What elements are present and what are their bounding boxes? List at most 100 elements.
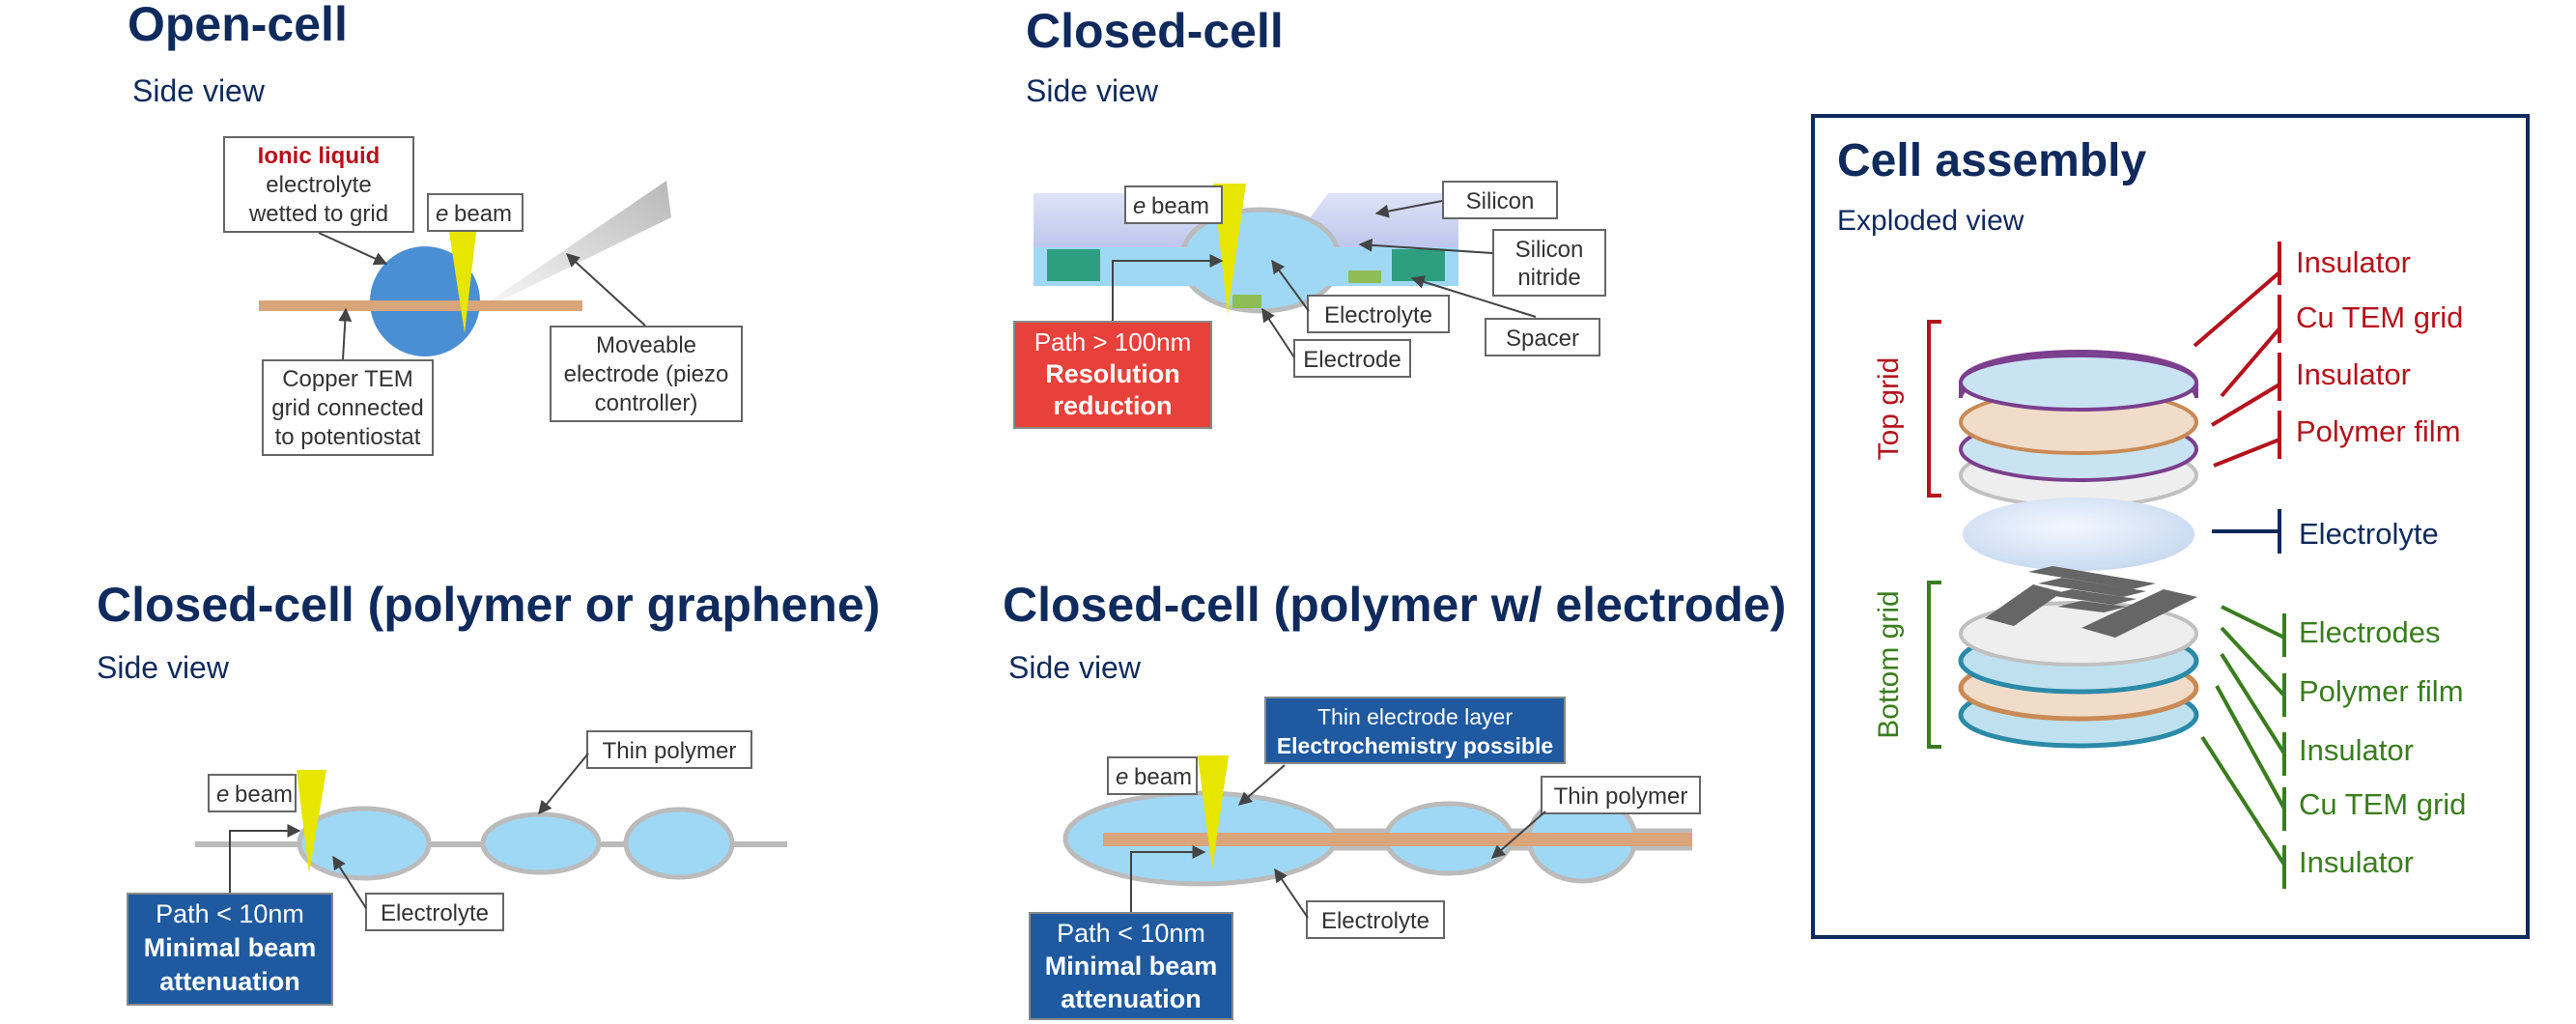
bottom-grid-label: Bottom grid [1873, 590, 1905, 738]
thin-electrode-label-1: Thin electrode layer [1317, 704, 1513, 729]
silicon-label-box [1442, 181, 1558, 219]
path-short-label-2: Minimal beam [1045, 952, 1218, 981]
moveable-label-3: controller) [595, 390, 698, 416]
electrolyte-label-box [1307, 295, 1450, 333]
arrow-path-long [1112, 254, 1224, 321]
top-layer-label-3: Insulator [2296, 357, 2411, 391]
moveable-electrode-cone [464, 181, 671, 319]
beam-label-box [1124, 185, 1223, 224]
arrow-copper [338, 307, 353, 360]
copper-label-box [262, 359, 434, 456]
electrolyte-label-box [365, 893, 504, 931]
thin-polymer-label: Thin polymer [1554, 783, 1688, 810]
bottom-layer-label-2: Polymer film [2299, 674, 2464, 708]
thin-electrode-layer [1103, 833, 1692, 846]
beam-label: beam [454, 201, 512, 227]
moveable-label-2: electrode (piezo [564, 361, 729, 387]
closed-cell-title: Closed-cell [1026, 4, 1284, 58]
path-short-label-3: attenuation [159, 967, 300, 996]
polymer-electrode-title: Closed-cell (polymer w/ electrode) [1003, 578, 1786, 632]
electrolyte-label-box [1306, 900, 1445, 939]
thin-polymer-label-box [1541, 776, 1701, 814]
path-long-label-3: reduction [1053, 391, 1172, 420]
electron-beam [449, 232, 476, 333]
panel-cell-assembly: Cell assembly Exploded view Top grid Bot… [1811, 114, 2530, 939]
bottom-layer-label-5: Insulator [2299, 845, 2414, 879]
electrolyte-label: Electrolyte [1321, 908, 1430, 934]
electrode-bottom [1232, 295, 1261, 308]
ionic-liquid-line3: wetted to grid [248, 201, 388, 227]
arrow-silicon [1374, 200, 1443, 218]
arrow-path-short [229, 824, 301, 893]
path-long-box [1013, 321, 1212, 429]
electrolyte-layer-label: Electrolyte [2299, 517, 2439, 551]
electrode-label: Electrode [1303, 347, 1401, 373]
electrolyte-leader [2212, 509, 2281, 554]
electron-beam [297, 770, 326, 873]
beam-e-symbol: e [1133, 193, 1146, 219]
thin-electrode-label-box [1264, 697, 1566, 764]
copper-label-2: grid connected [271, 395, 423, 421]
beam-label-box [427, 193, 524, 232]
open-cell-subtitle: Side view [132, 73, 266, 108]
arrow-electrolyte [1271, 259, 1310, 312]
thin-polymer-label: Thin polymer [603, 738, 737, 764]
spacer-label: Spacer [1506, 326, 1579, 352]
beam-e-symbol: e [216, 782, 229, 808]
path-long-label-1: Path > 100nm [1034, 327, 1192, 356]
arrow-nitride [1358, 238, 1493, 254]
beam-label: beam [1151, 193, 1209, 219]
polymer-graphene-title: Closed-cell (polymer or graphene) [97, 578, 880, 632]
panel-open-cell: Open-cell Side view Ionic liquid electro… [127, 0, 743, 456]
bottom-leaders [2200, 605, 2286, 889]
interdigitated-electrodes [1985, 566, 2197, 638]
ionic-liquid-label-box [223, 136, 414, 233]
top-layer-label-4: Polymer film [2296, 414, 2461, 448]
beam-label: beam [1134, 764, 1192, 790]
cell-assembly-subtitle: Exploded view [1837, 205, 2024, 237]
beam-e-symbol: e [436, 201, 448, 227]
electrode-label-box [1293, 339, 1411, 378]
top-grid-label: Top grid [1873, 357, 1905, 461]
electrolyte-fill [1185, 222, 1336, 303]
electrolyte-label: Electrolyte [1324, 302, 1432, 328]
electrolyte-pocket-3 [623, 807, 735, 880]
silicon-label: Silicon [1466, 188, 1535, 214]
copper-label-3: to potentiostat [275, 424, 421, 450]
beam-label-box [208, 774, 297, 812]
top-grid-bracket [1927, 320, 1941, 498]
thin-electrode-label-2: Electrochemistry possible [1277, 733, 1553, 758]
cell-assembly-title: Cell assembly [1837, 135, 2146, 186]
arrow-electrolyte [332, 855, 367, 909]
path-short-label-1: Path < 10nm [156, 899, 304, 928]
electron-beam [1198, 755, 1229, 869]
electrolyte-pocket-2 [480, 811, 602, 875]
thin-polymer-label-box [586, 730, 752, 769]
ionic-liquid-line2: electrolyte [266, 172, 371, 198]
panel-polymer-electrode: Closed-cell (polymer w/ electrode) Side … [1003, 578, 1786, 1020]
top-leaders [2193, 242, 2281, 468]
spacer-label-box [1485, 318, 1600, 356]
arrow-electrode [1261, 307, 1295, 358]
beam-e-symbol: e [1116, 764, 1128, 790]
arrow-spacer [1410, 275, 1537, 318]
path-short-label-3: attenuation [1061, 984, 1202, 1013]
polymer-electrode-subtitle: Side view [1008, 650, 1142, 685]
copper-label-1: Copper TEM [282, 366, 413, 392]
arrow-thin-polymer [1490, 811, 1546, 859]
arrow-thin-electrode [1237, 764, 1286, 806]
open-cell-title: Open-cell [127, 0, 348, 51]
closed-cell-subtitle: Side view [1026, 73, 1159, 108]
arrow-path-short [1130, 845, 1206, 912]
copper-grid-bar [259, 300, 582, 311]
bottom-layer-label-4: Cu TEM grid [2299, 787, 2466, 821]
bottom-layer-label-3: Insulator [2299, 733, 2414, 767]
electrolyte-pocket-1 [297, 806, 432, 881]
beam-label: beam [235, 782, 293, 808]
arrow-ionic [318, 232, 388, 266]
moveable-label-1: Moveable [596, 332, 696, 358]
arrow-moveable [565, 253, 646, 327]
ionic-liquid-label: Ionic liquid [258, 143, 381, 169]
top-layer-label-1: Insulator [2296, 245, 2411, 279]
